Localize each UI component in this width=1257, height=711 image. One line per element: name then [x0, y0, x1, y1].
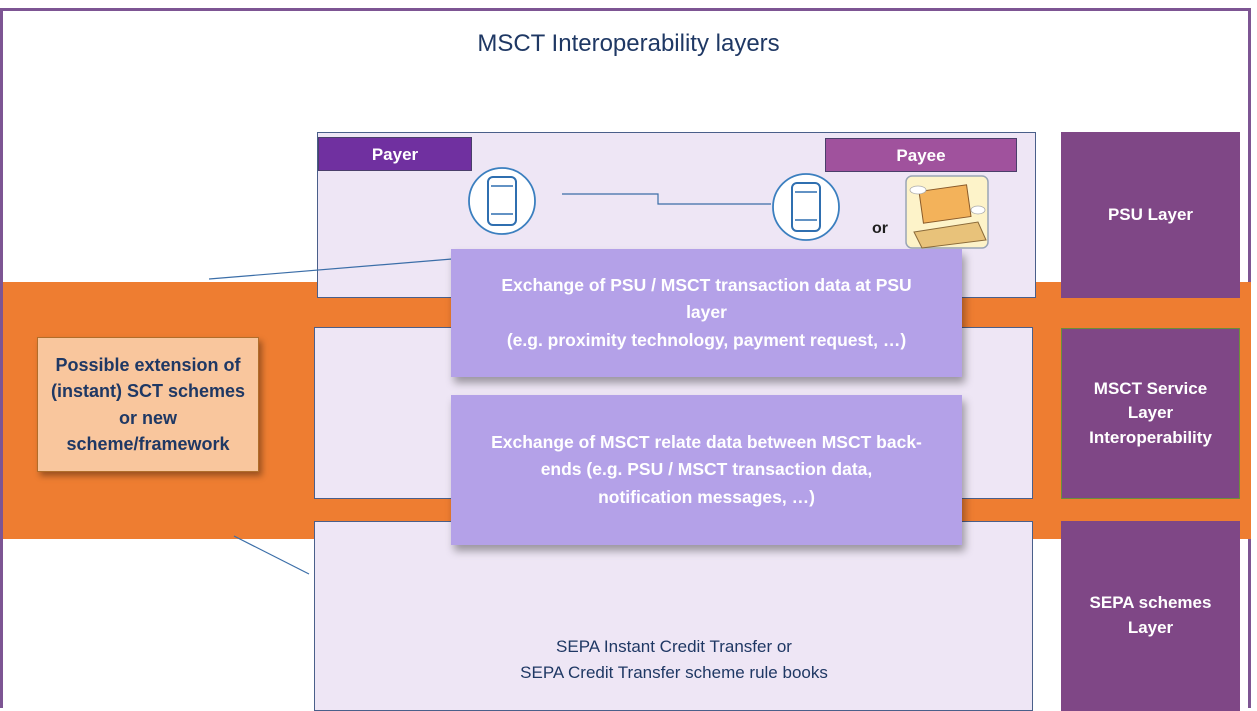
extension-line4: scheme/framework	[66, 433, 230, 454]
sepa-layer-label: SEPA schemes Layer	[1061, 521, 1240, 711]
sepa-layer-line2: Layer	[1127, 618, 1174, 637]
msct-exchange-box: Exchange of MSCT relate data between MSC…	[451, 395, 962, 545]
laptop-shop-icon	[905, 175, 989, 249]
payer-phone-icon	[468, 167, 536, 235]
msct-layer-label: MSCT Service Layer Interoperability	[1061, 328, 1240, 499]
msct-layer-line2: Layer	[1127, 403, 1174, 423]
diagram-title: MSCT Interoperability layers	[477, 30, 780, 57]
extension-link-bottom	[233, 535, 310, 575]
sepa-layer-line1: SEPA schemes	[1089, 593, 1212, 613]
or-label: or	[872, 220, 888, 237]
sepa-box	[314, 521, 1033, 711]
extension-line3: or new	[118, 407, 177, 428]
psu-layer-label: PSU Layer	[1061, 132, 1240, 298]
payer-tag: Payer	[318, 137, 472, 171]
psu-exchange-line3: (e.g. proximity technology, payment requ…	[506, 329, 907, 350]
extension-line1: Possible extension of	[55, 355, 241, 376]
psu-exchange-line1: Exchange of PSU / MSCT transaction data …	[501, 275, 912, 296]
sepa-line1: SEPA Instant Credit Transfer or	[556, 637, 792, 656]
sepa-line2: SEPA Credit Transfer scheme rule books	[520, 663, 828, 683]
extension-line2: (instant) SCT schemes	[50, 381, 246, 402]
msct-exchange-line3: notification messages, …)	[598, 486, 815, 507]
sepa-rulebooks-text: SEPA Instant Credit Transfer or SEPA Cre…	[316, 634, 1032, 687]
payee-tag: Payee	[825, 138, 1017, 172]
msct-layer-line1: MSCT Service	[1093, 378, 1208, 398]
psu-exchange-line2: layer	[686, 302, 727, 323]
extension-link-top	[208, 258, 453, 280]
psu-exchange-box: Exchange of PSU / MSCT transaction data …	[451, 249, 962, 377]
psu-layer-text: PSU Layer	[1107, 204, 1194, 224]
payee-phone-icon	[772, 173, 840, 241]
msct-layer-line3: Interoperability	[1089, 427, 1212, 447]
msct-exchange-line1: Exchange of MSCT relate data between MSC…	[491, 432, 922, 453]
phone-link-line	[562, 193, 771, 205]
msct-exchange-line2: ends (e.g. PSU / MSCT transaction data,	[540, 459, 873, 480]
scheme-extension-box: Possible extension of (instant) SCT sche…	[37, 337, 259, 472]
